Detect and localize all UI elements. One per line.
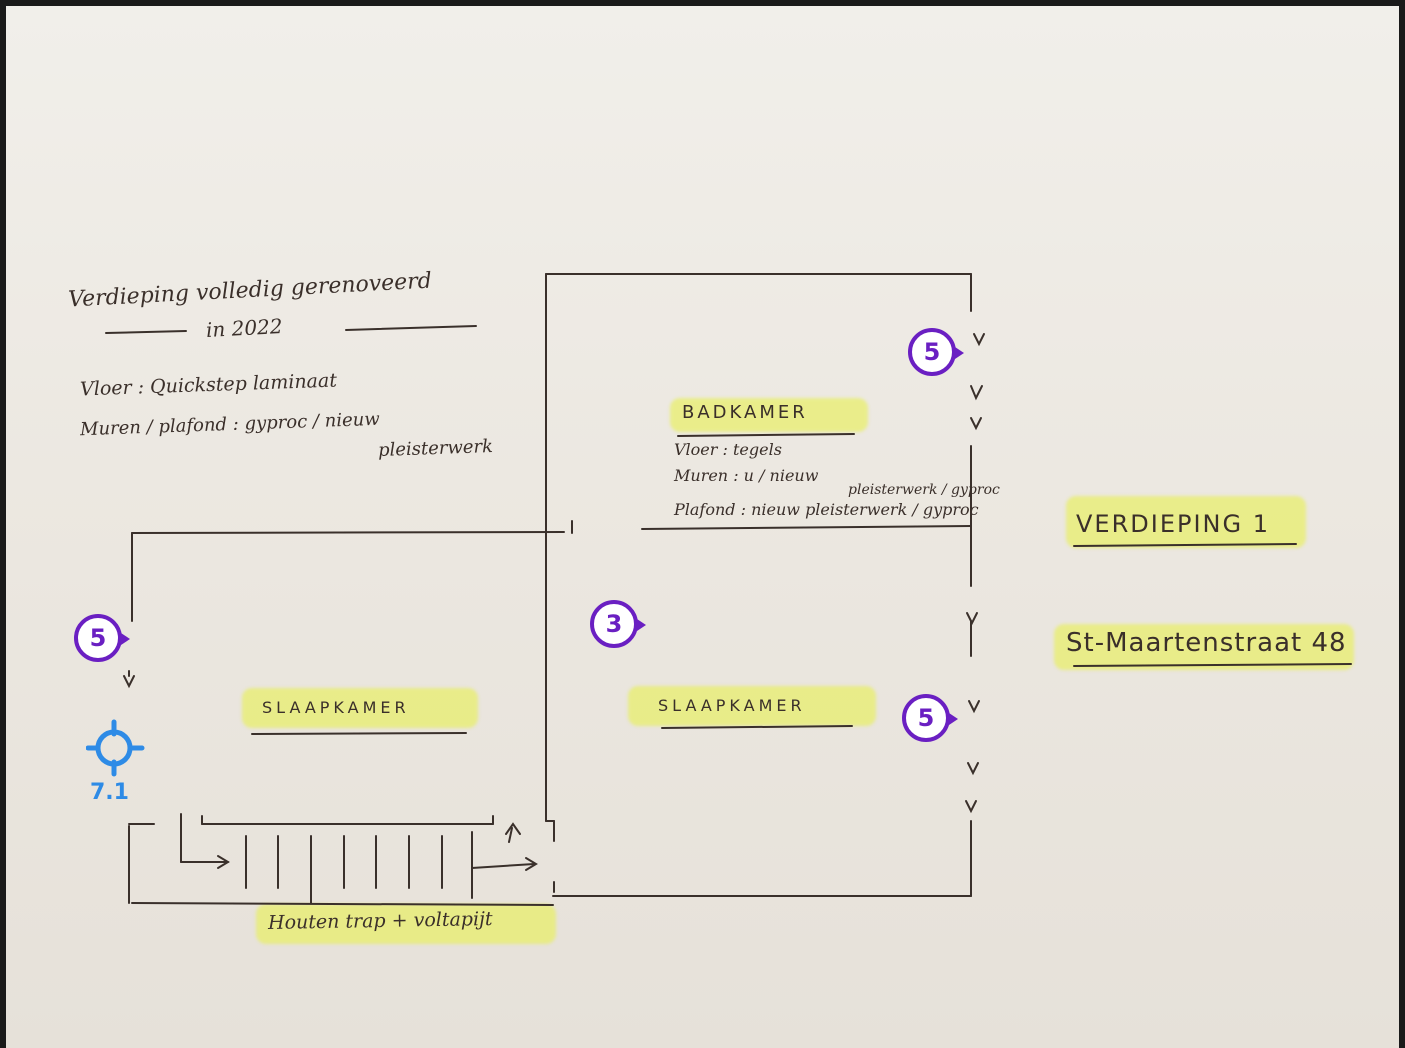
stairs-label: Houten trap + voltapijt bbox=[267, 908, 493, 934]
bathroom-walls: Muren : u / nieuw bbox=[674, 466, 819, 485]
highlight-bedroom-left bbox=[242, 688, 478, 728]
note-walls-2: pleisterwerk bbox=[377, 435, 494, 462]
bathroom-walls-sub: pleisterwerk / gyproc bbox=[848, 482, 1000, 498]
bedroom-right-title: SLAAPKAMER bbox=[658, 696, 806, 715]
highlight-bathroom bbox=[670, 398, 868, 432]
note-year: in 2022 bbox=[205, 314, 284, 342]
marker-pointer-icon bbox=[949, 713, 958, 725]
bathroom-ceiling: Plafond : nieuw pleisterwerk / gyproc bbox=[674, 500, 979, 519]
paper-sheet: Verdieping volledig gerenoveerd in 2022 … bbox=[6, 6, 1399, 1048]
marker-pointer-icon bbox=[637, 619, 646, 631]
highlight-stairs bbox=[256, 904, 556, 944]
marker-pointer-icon bbox=[955, 347, 964, 359]
marker-value: 3 bbox=[605, 610, 623, 638]
bedroom-left-title: SLAAPKAMER bbox=[262, 698, 410, 717]
marker-pointer-icon bbox=[121, 633, 130, 645]
marker-badge[interactable]: 5 bbox=[74, 614, 130, 662]
floor-plan bbox=[105, 273, 1352, 906]
marker-value: 5 bbox=[917, 704, 935, 732]
floor-label: VERDIEPING 1 bbox=[1076, 510, 1270, 538]
marker-badge[interactable]: 5 bbox=[908, 328, 964, 376]
bathroom-title: BADKAMER bbox=[682, 402, 808, 423]
address-label: St-Maartenstraat 48 bbox=[1066, 628, 1347, 658]
marker-badge[interactable]: 5 bbox=[902, 694, 958, 742]
target-label: 7.1 bbox=[90, 780, 129, 805]
highlight-address bbox=[1054, 624, 1354, 670]
marker-badge[interactable]: 3 bbox=[590, 600, 646, 648]
crosshair-target-icon[interactable] bbox=[86, 718, 146, 778]
highlight-bedroom-right bbox=[628, 686, 876, 726]
bathroom-floor: Vloer : tegels bbox=[674, 440, 782, 459]
marker-value: 5 bbox=[923, 338, 941, 366]
marker-value: 5 bbox=[89, 624, 107, 652]
highlight-floor-label bbox=[1066, 496, 1306, 548]
